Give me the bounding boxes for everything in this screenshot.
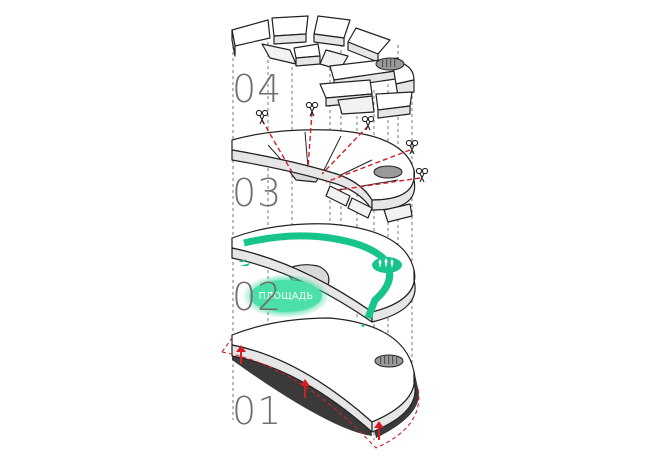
up-arrow-icon: [236, 345, 384, 440]
layer-01: [221, 317, 420, 449]
layer-04: [231, 15, 415, 119]
tree-icon: [378, 258, 394, 268]
layer-03: [231, 101, 429, 223]
plaza-label: ПЛОЩАДЬ: [259, 291, 314, 302]
step-number-03: 03: [232, 171, 282, 215]
step-number-04: 04: [232, 67, 282, 111]
step-number-01: 01: [232, 389, 282, 433]
layer-02: ПЛОЩАДЬ: [231, 223, 416, 327]
step-number-02: 02: [232, 275, 282, 319]
